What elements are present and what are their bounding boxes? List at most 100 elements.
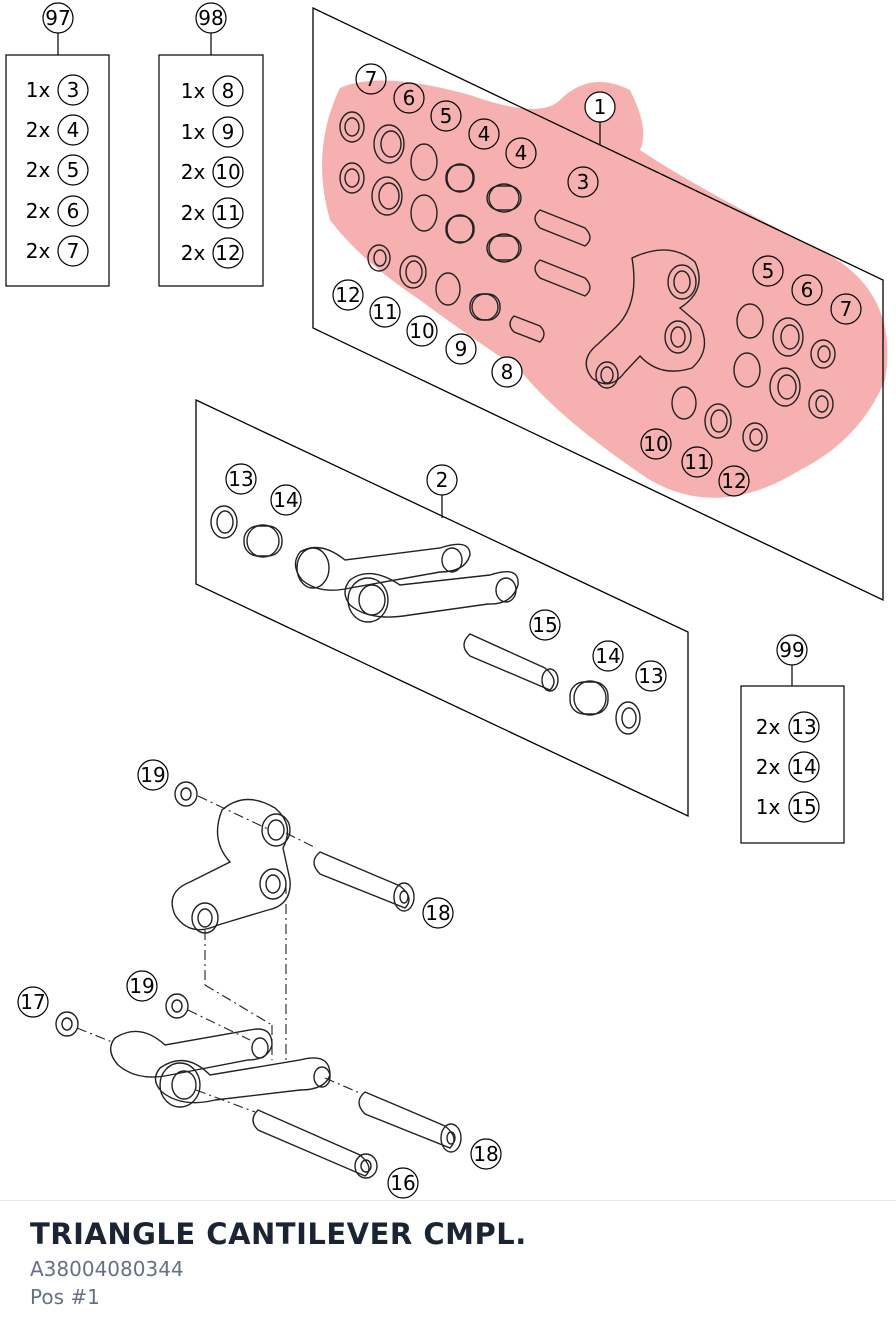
svg-text:7: 7 xyxy=(67,239,80,263)
kit-97-item: 2x 7 xyxy=(26,235,89,267)
svg-text:19: 19 xyxy=(129,974,154,998)
callout-6[interactable]: 6 xyxy=(393,82,425,114)
kit-99-item: 2x 13 xyxy=(756,711,820,743)
svg-text:14: 14 xyxy=(273,488,298,512)
selected-part-highlight[interactable] xyxy=(322,80,888,498)
callout-9[interactable]: 9 xyxy=(445,333,477,365)
svg-text:11: 11 xyxy=(215,201,240,225)
callout-18[interactable]: 18 xyxy=(470,1138,502,1170)
callout-1[interactable]: 1 xyxy=(584,91,616,123)
assembly-panel-1 xyxy=(312,6,884,602)
kit-97-item: 2x 6 xyxy=(26,195,89,227)
svg-text:1x: 1x xyxy=(181,120,206,144)
callout-14[interactable]: 14 xyxy=(592,640,624,672)
callout-5[interactable]: 5 xyxy=(752,255,784,287)
exploded-parts-diagram: 9 7 1x 3 2x 4 2x 5 2x 6 2x 7 xyxy=(5,2,888,1199)
callout-10[interactable]: 10 xyxy=(640,428,672,460)
svg-text:1x: 1x xyxy=(26,78,51,102)
kit-97[interactable]: 97 1x 3 2x 4 2x 5 2x 6 2x 7 xyxy=(5,2,110,287)
svg-text:17: 17 xyxy=(20,990,45,1014)
svg-text:5: 5 xyxy=(67,158,80,182)
callout-13[interactable]: 13 xyxy=(225,463,257,495)
svg-text:4: 4 xyxy=(67,118,80,142)
callout-19[interactable]: 19 xyxy=(137,759,169,791)
assembly-panel-2 xyxy=(195,398,689,818)
svg-text:2: 2 xyxy=(436,468,449,492)
kit-98-callout[interactable] xyxy=(195,2,227,34)
svg-text:16: 16 xyxy=(390,1171,415,1195)
svg-text:8: 8 xyxy=(501,360,514,384)
kit-98[interactable]: 98 1x 8 1x 9 2x 10 2x 11 2x 12 xyxy=(158,2,264,287)
svg-text:2x: 2x xyxy=(26,239,51,263)
kit-98-item: 2x 10 xyxy=(181,156,244,188)
callout-7[interactable]: 7 xyxy=(830,293,862,325)
callout-12[interactable]: 12 xyxy=(332,279,364,311)
kit-97-item: 2x 5 xyxy=(26,154,89,186)
part-number: A38004080344 xyxy=(30,1257,184,1281)
svg-text:9: 9 xyxy=(222,120,235,144)
svg-text:2x: 2x xyxy=(26,118,51,142)
kit-98-item: 1x 9 xyxy=(181,116,244,148)
callout-15[interactable]: 15 xyxy=(529,609,561,641)
callout-11[interactable]: 11 xyxy=(369,296,401,328)
callout-18[interactable]: 18 xyxy=(422,897,454,929)
callout-5[interactable]: 5 xyxy=(430,100,462,132)
kit-99-callout[interactable] xyxy=(776,634,808,666)
kit-99-item: 1x 15 xyxy=(756,791,820,823)
callout-3[interactable]: 3 xyxy=(567,166,599,198)
callout-16[interactable]: 16 xyxy=(387,1167,419,1199)
callout-12[interactable]: 12 xyxy=(718,465,750,497)
svg-text:8: 8 xyxy=(222,79,235,103)
svg-text:1x: 1x xyxy=(181,79,206,103)
callout-19[interactable]: 19 xyxy=(126,970,158,1002)
svg-text:18: 18 xyxy=(473,1142,498,1166)
kit-97-callout[interactable] xyxy=(42,2,74,34)
svg-text:13: 13 xyxy=(638,664,663,688)
svg-text:6: 6 xyxy=(801,278,814,302)
callout-10[interactable]: 10 xyxy=(406,315,438,347)
callout-4[interactable]: 4 xyxy=(505,137,537,169)
svg-text:4: 4 xyxy=(478,122,491,146)
kit-98-item: 2x 12 xyxy=(181,237,244,269)
svg-text:6: 6 xyxy=(403,86,416,110)
callout-6[interactable]: 6 xyxy=(791,274,823,306)
callouts: 1 2 3 4 4 5 5 6 6 7 7 8 9 10 10 11 11 12… xyxy=(17,63,862,1199)
kit-99[interactable]: 99 2x 13 2x 14 1x 15 xyxy=(740,634,845,844)
kit-98-label: 98 xyxy=(198,6,223,30)
callout-11[interactable]: 11 xyxy=(681,446,713,478)
svg-text:3: 3 xyxy=(577,170,590,194)
svg-text:2x: 2x xyxy=(181,160,206,184)
svg-text:15: 15 xyxy=(791,795,816,819)
svg-text:1x: 1x xyxy=(756,795,781,819)
kit-99-label: 99 xyxy=(779,638,804,662)
svg-text:12: 12 xyxy=(215,241,240,265)
svg-text:2x: 2x xyxy=(181,201,206,225)
svg-text:6: 6 xyxy=(67,199,80,223)
svg-text:10: 10 xyxy=(643,432,668,456)
callout-14[interactable]: 14 xyxy=(270,484,302,516)
svg-text:15: 15 xyxy=(532,613,557,637)
svg-text:10: 10 xyxy=(409,319,434,343)
svg-text:12: 12 xyxy=(721,469,746,493)
svg-text:5: 5 xyxy=(762,259,775,283)
callout-13[interactable]: 13 xyxy=(635,660,667,692)
svg-text:1: 1 xyxy=(594,95,607,119)
assembly-guide-lines xyxy=(76,795,363,1113)
panel-1-parts xyxy=(339,111,836,452)
kit-97-item: 1x 3 xyxy=(26,74,89,106)
kit-99-item: 2x 14 xyxy=(756,751,820,783)
svg-text:13: 13 xyxy=(791,715,816,739)
svg-text:2x: 2x xyxy=(181,241,206,265)
svg-text:2x: 2x xyxy=(26,158,51,182)
kit-98-item: 1x 8 xyxy=(181,75,244,107)
callout-7[interactable]: 7 xyxy=(355,63,387,95)
part-title: TRIANGLE CANTILEVER CMPL. xyxy=(30,1217,527,1251)
kit-98-item: 2x 11 xyxy=(181,197,244,229)
part-position: Pos #1 xyxy=(30,1285,100,1309)
callout-8[interactable]: 8 xyxy=(491,356,523,388)
svg-text:3: 3 xyxy=(67,78,80,102)
svg-text:13: 13 xyxy=(228,467,253,491)
callout-4[interactable]: 4 xyxy=(468,118,500,150)
callout-17[interactable]: 17 xyxy=(17,986,49,1018)
callout-2[interactable]: 2 xyxy=(426,464,458,496)
